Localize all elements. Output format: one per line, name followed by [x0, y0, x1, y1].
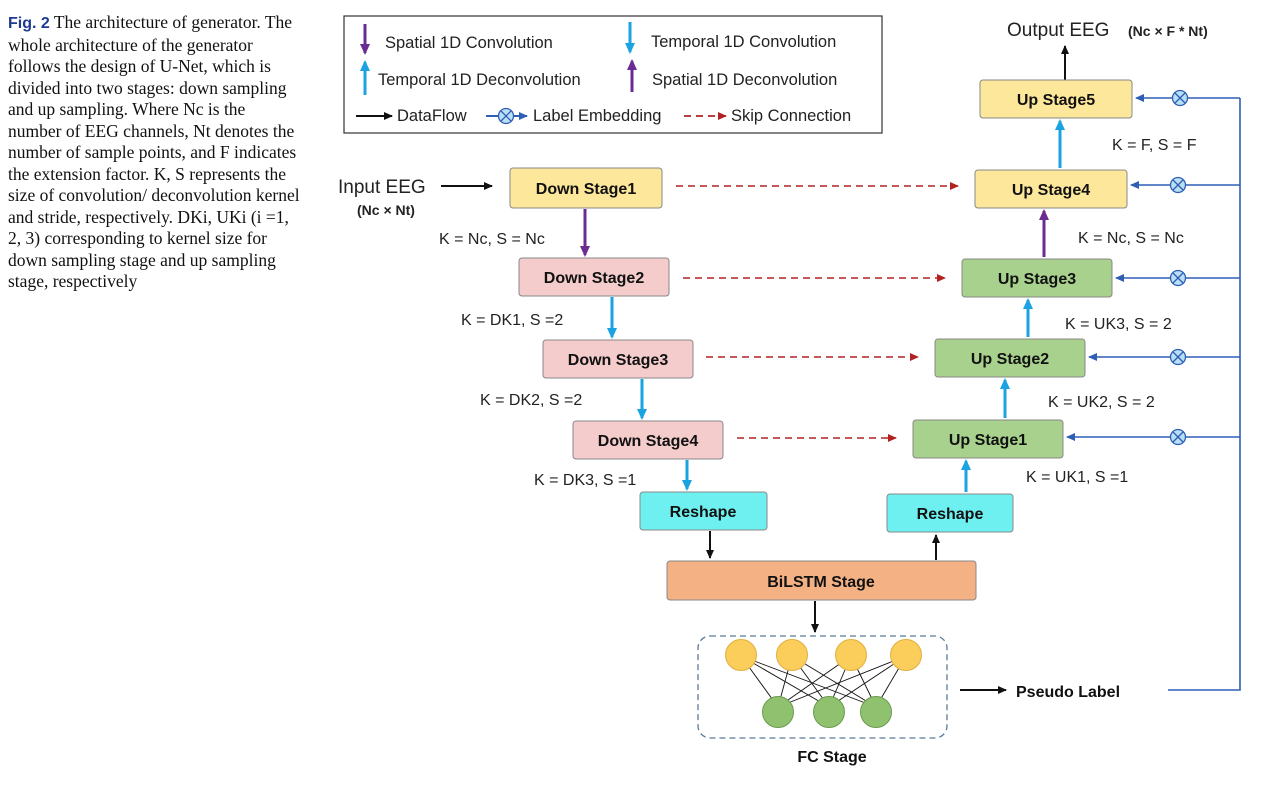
- up-stage3-label: Up Stage3: [998, 271, 1076, 288]
- up-k4-label: K = Nc, S = Nc: [1078, 230, 1184, 247]
- legend-dataflow: DataFlow: [397, 107, 467, 125]
- down-k1-label: K = Nc, S = Nc: [439, 231, 545, 248]
- fc-input-node-2: [776, 639, 808, 671]
- down-stage3-box: Down Stage3: [542, 339, 694, 379]
- multiply-icon: [1171, 89, 1189, 107]
- bilstm-label: BiLSTM Stage: [767, 574, 875, 591]
- fc-input-node-1: [725, 639, 757, 671]
- figure-caption: Fig. 2 The architecture of generator. Th…: [8, 12, 300, 293]
- legend-skip-connection: Skip Connection: [731, 107, 851, 125]
- legend-spatial-conv: Spatial 1D Convolution: [385, 34, 553, 52]
- fc-input-node-3: [835, 639, 867, 671]
- output-eeg-dims: (Nc × F * Nt): [1128, 23, 1208, 39]
- down-k4-label: K = DK3, S =1: [534, 472, 636, 489]
- up-reshape-box: Reshape: [886, 493, 1014, 533]
- up-k5-label: K = F, S = F: [1112, 137, 1197, 154]
- legend-label-embedding: Label Embedding: [533, 107, 661, 125]
- pseudo-label-text: Pseudo Label: [1016, 684, 1120, 701]
- down-k2-label: K = DK1, S =2: [461, 312, 563, 329]
- fc-input-node-4: [890, 639, 922, 671]
- down-stage4-label: Down Stage4: [598, 433, 699, 450]
- legend-temporal-deconv: Temporal 1D Deconvolution: [378, 71, 581, 89]
- multiply-icon: [497, 107, 515, 125]
- bilstm-box: BiLSTM Stage: [666, 560, 977, 601]
- up-stage4-box: Up Stage4: [974, 169, 1128, 209]
- fc-output-node-2: [813, 696, 845, 728]
- input-eeg-dims: (Nc × Nt): [357, 202, 415, 218]
- up-stage1-label: Up Stage1: [949, 432, 1027, 449]
- caption-text: The architecture of generator. The whole…: [8, 12, 300, 291]
- down-k3-label: K = DK2, S =2: [480, 392, 582, 409]
- multiply-icon: [1169, 428, 1187, 446]
- up-k2-label: K = UK2, S = 2: [1048, 394, 1155, 411]
- up-stage3-box: Up Stage3: [961, 258, 1113, 298]
- fc-output-node-3: [860, 696, 892, 728]
- multiply-icon: [1169, 348, 1187, 366]
- up-k3-label: K = UK3, S = 2: [1065, 316, 1172, 333]
- down-stage3-label: Down Stage3: [568, 352, 669, 369]
- multiply-icon: [1169, 269, 1187, 287]
- down-stage4-box: Down Stage4: [572, 420, 724, 460]
- down-stage1-box: Down Stage1: [509, 167, 663, 209]
- fc-stage-label: FC Stage: [797, 749, 866, 766]
- up-k1-label: K = UK1, S =1: [1026, 469, 1128, 486]
- output-eeg-label: Output EEG: [1007, 20, 1109, 41]
- up-stage1-box: Up Stage1: [912, 419, 1064, 459]
- legend: Spatial 1D Convolution Temporal 1D Convo…: [343, 15, 883, 134]
- figure-label: Fig. 2: [8, 15, 50, 32]
- down-stage2-box: Down Stage2: [518, 257, 670, 297]
- down-stage1-label: Down Stage1: [536, 181, 637, 198]
- legend-spatial-deconv: Spatial 1D Deconvolution: [652, 71, 837, 89]
- down-stage2-label: Down Stage2: [544, 270, 645, 287]
- legend-temporal-conv: Temporal 1D Convolution: [651, 33, 836, 51]
- fc-stage: [697, 635, 948, 739]
- up-stage4-label: Up Stage4: [1012, 182, 1090, 199]
- multiply-icon: [1169, 176, 1187, 194]
- down-reshape-label: Reshape: [670, 504, 737, 521]
- label-embedding-nodes: [1169, 89, 1189, 446]
- up-stage2-label: Up Stage2: [971, 351, 1049, 368]
- input-eeg-label: Input EEG: [338, 177, 426, 198]
- up-stage2-box: Up Stage2: [934, 338, 1086, 378]
- up-stage5-label: Up Stage5: [1017, 92, 1095, 109]
- down-reshape-box: Reshape: [639, 491, 768, 531]
- up-reshape-label: Reshape: [917, 506, 984, 523]
- fc-output-node-1: [762, 696, 794, 728]
- up-stage5-box: Up Stage5: [979, 79, 1133, 119]
